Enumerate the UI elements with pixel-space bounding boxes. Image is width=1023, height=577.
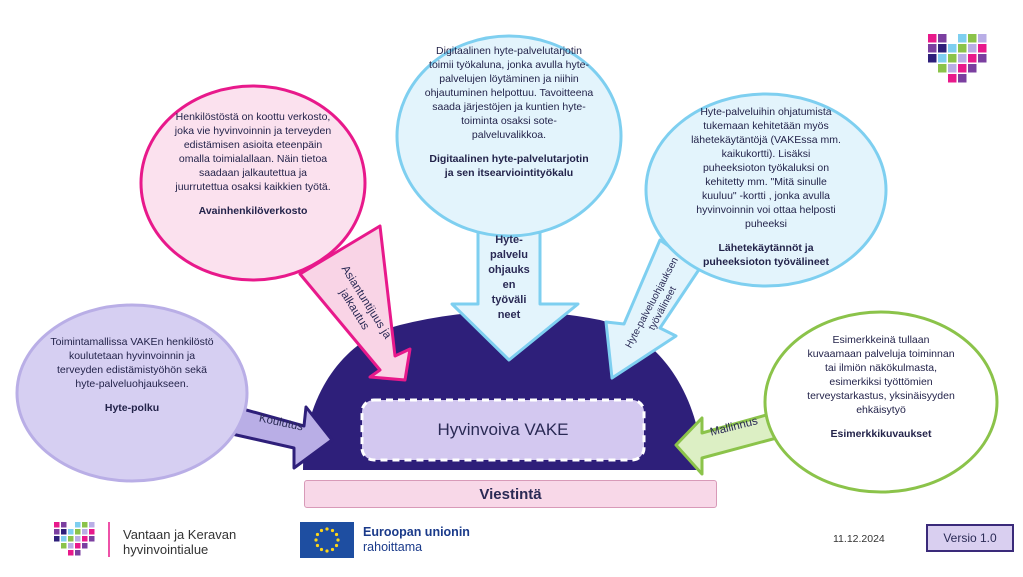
eu-stars-icon: [314, 527, 340, 553]
logo-pixel: [75, 536, 81, 542]
node-digitaalinen-palvelutarjotin: [395, 34, 623, 238]
logo-pixel: [89, 529, 95, 535]
eu-star: [315, 543, 320, 548]
logo-pixel: [68, 543, 74, 549]
eu-star: [330, 528, 335, 533]
eu-star: [319, 547, 324, 552]
arrow-hyte-palveluohjauksen-tyovalineet: [450, 220, 580, 362]
logo-pixel: [82, 529, 88, 535]
logo-pixel: [968, 34, 977, 43]
version-badge: Versio 1.0: [926, 524, 1014, 552]
logo-pixel: [978, 44, 987, 53]
footer-organization: Vantaan ja Keravan hyvinvointialue: [123, 527, 237, 557]
arrow-mallinnus: [674, 408, 786, 476]
logo-pixel: [82, 536, 88, 542]
eu-star: [325, 527, 329, 531]
logo-pixel: [968, 54, 977, 63]
logo-pixel: [89, 522, 95, 528]
logo-pixel: [948, 74, 957, 83]
center-dashed-box: [360, 398, 646, 462]
arrow-koulutus: [230, 404, 334, 470]
node-avainhenkiloverkosto-text: Henkilöstöstä on koottu verkosto, joka v…: [174, 111, 332, 217]
logo-pixel: [958, 74, 967, 83]
node-esimerkkikuvaukset-text: Esimerkkeinä tullaan kuvaamaan palveluja…: [807, 334, 955, 440]
node-hyte-polku: [15, 303, 249, 483]
logo-pixel: [54, 536, 60, 542]
logo-pixel: [938, 44, 947, 53]
eu-star: [319, 528, 324, 533]
logo-pixel: [948, 44, 957, 53]
logo-pixel: [68, 529, 74, 535]
logo-pixel: [958, 64, 967, 73]
logo-pixel: [958, 54, 967, 63]
logo-pixel: [938, 54, 947, 63]
logo-pixel: [68, 550, 74, 556]
logo-pixel: [61, 536, 67, 542]
footer-logo-icon: [54, 522, 95, 556]
eu-star: [314, 538, 318, 542]
node-esimerkkikuvaukset: [763, 310, 999, 494]
node-lahetekaytannot-text: Hyte-palveluihin ohjatumista tukemaan ke…: [691, 106, 841, 268]
logo-pixel: [82, 522, 88, 528]
logo-pixel: [61, 522, 67, 528]
eu-star: [315, 532, 320, 537]
node-lahetekaytannot: [644, 92, 888, 288]
logo-pixel: [61, 543, 67, 549]
logo-pixel: [978, 34, 987, 43]
logo-pixel: [938, 64, 947, 73]
eu-funding-text: Euroopan unionin rahoittama: [363, 525, 470, 554]
hyvinvointialue-logo-icon: [928, 34, 987, 83]
logo-pixel: [948, 54, 957, 63]
logo-pixel: [968, 64, 977, 73]
logo-pixel: [75, 522, 81, 528]
logo-pixel: [75, 550, 81, 556]
logo-pixel: [958, 44, 967, 53]
viestinta-bar: Viestintä: [304, 480, 717, 508]
node-avainhenkiloverkosto: [139, 84, 367, 282]
node-digitaalinen-text: Digitaalinen hyte-palvelutarjotin toimii…: [424, 45, 594, 179]
logo-pixel: [958, 34, 967, 43]
logo-pixel: [54, 522, 60, 528]
logo-pixel: [978, 54, 987, 63]
footer-date: 11.12.2024: [833, 533, 885, 545]
logo-pixel: [89, 536, 95, 542]
node-hyte-polku-text: Toimintamallissa VAKEn henkilöstö koulut…: [50, 336, 214, 414]
logo-pixel: [82, 543, 88, 549]
logo-pixel: [948, 64, 957, 73]
eu-star: [334, 543, 339, 548]
arrow-asiantuntijuus: [298, 224, 412, 382]
arrow-label-hyte-palveluohjaus: Hyte- palvelu ohjauks en työväli neet: [488, 234, 530, 321]
logo-pixel: [928, 34, 937, 43]
logo-pixel: [54, 529, 60, 535]
logo-pixel: [61, 529, 67, 535]
eu-star: [334, 532, 339, 537]
center-label: Hyvinvoiva VAKE: [437, 420, 569, 439]
logo-pixel: [75, 543, 81, 549]
logo-pixel: [928, 54, 937, 63]
eu-star: [336, 538, 340, 542]
arrow-lahetekaytannot: [604, 238, 702, 380]
logo-pixel: [928, 44, 937, 53]
eu-star: [330, 547, 335, 552]
logo-pixel: [938, 34, 947, 43]
logo-pixel: [75, 529, 81, 535]
eu-star: [325, 549, 329, 553]
logo-pixel: [68, 536, 74, 542]
logo-pixel: [968, 44, 977, 53]
